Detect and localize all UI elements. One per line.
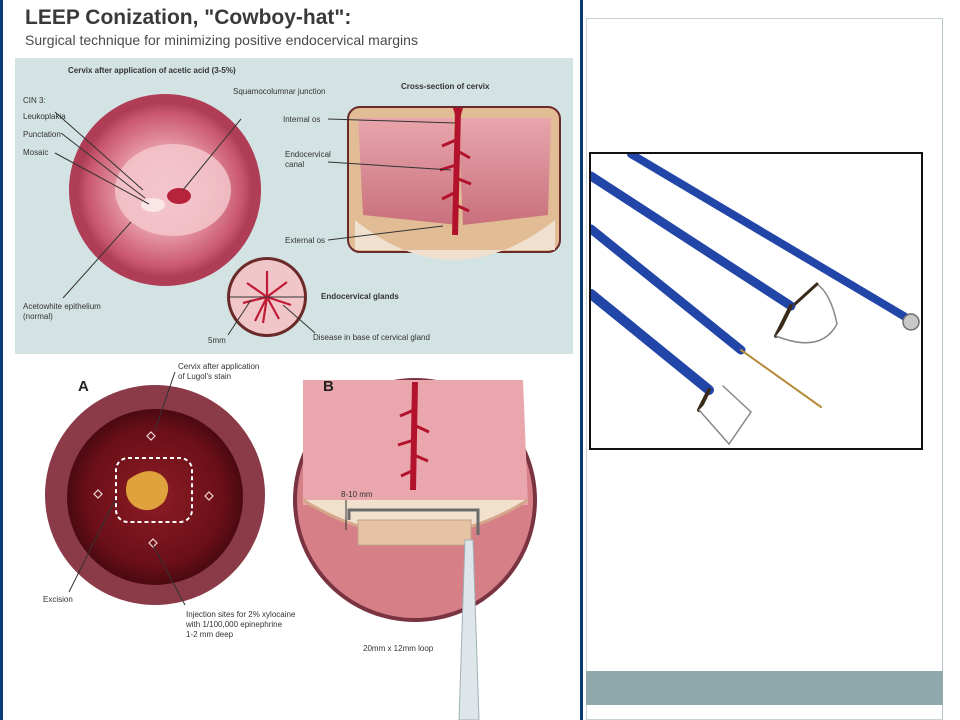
label-endo-canal-2: canal xyxy=(285,160,305,169)
needle-electrode-tip xyxy=(740,349,822,408)
label-acetowhite-1: Acetowhite epithelium xyxy=(23,302,101,311)
panel-b-letter: B xyxy=(323,378,334,395)
loop-electrode-shaft xyxy=(591,171,796,311)
semicircle-loop xyxy=(775,283,838,344)
figure-title: LEEP Conization, "Cowboy-hat": xyxy=(25,6,352,29)
label-injection-1: Injection sites for 2% xylocaine xyxy=(186,610,296,619)
cervical-os xyxy=(167,188,191,204)
figure-illustration xyxy=(45,94,561,720)
electrode-photo xyxy=(589,152,923,450)
label-internal-os: Internal os xyxy=(283,115,321,124)
electrode-handle xyxy=(458,539,480,720)
label-lugol-2: of Lugol's stain xyxy=(178,372,232,381)
endocervical-canal xyxy=(452,109,461,236)
square-electrode-shaft xyxy=(591,289,714,395)
label-cin3: CIN 3: xyxy=(23,96,46,105)
ball-electrode-shaft xyxy=(627,154,911,322)
label-injection-3: 1-2 mm deep xyxy=(186,630,234,639)
panel-a-letter: A xyxy=(78,378,89,395)
label-5mm: 5mm xyxy=(208,336,226,345)
needle-electrode-shaft xyxy=(591,224,746,355)
label-acetowhite-2: (normal) xyxy=(23,312,53,321)
label-excision: Excision xyxy=(43,595,73,604)
label-depth: 8-10 mm xyxy=(341,490,373,499)
label-injection-2: with 1/100,000 epinephrine xyxy=(186,620,283,629)
slide-footer-band xyxy=(586,671,943,705)
lesion xyxy=(126,471,169,511)
label-lugol-1: Cervix after application xyxy=(178,362,260,371)
acetic-heading: Cervix after application of acetic acid … xyxy=(68,66,236,75)
label-disease: Disease in base of cervical gland xyxy=(313,333,430,342)
cross-section-heading: Cross-section of cervix xyxy=(401,82,490,91)
excision-outline xyxy=(115,457,193,523)
loop-electrode xyxy=(347,508,480,535)
label-leukoplakia: Leukoplakia xyxy=(23,112,66,121)
label-glands: Endocervical glands xyxy=(321,292,399,301)
label-external-os: External os xyxy=(285,236,326,245)
label-sqj: Squamocolumnar junction xyxy=(233,87,326,96)
leep-figure: LEEP Conization, "Cowboy-hat": Surgical … xyxy=(0,0,583,720)
square-loop xyxy=(698,385,752,446)
label-punctation: Punctation xyxy=(23,130,61,139)
label-loop: 20mm x 12mm loop xyxy=(363,644,434,653)
label-mosaic: Mosaic xyxy=(23,148,49,157)
figure-subtitle: Surgical technique for minimizing positi… xyxy=(25,32,418,48)
label-endo-canal-1: Endocervical xyxy=(285,150,331,159)
ball-electrode-tip xyxy=(902,313,920,331)
